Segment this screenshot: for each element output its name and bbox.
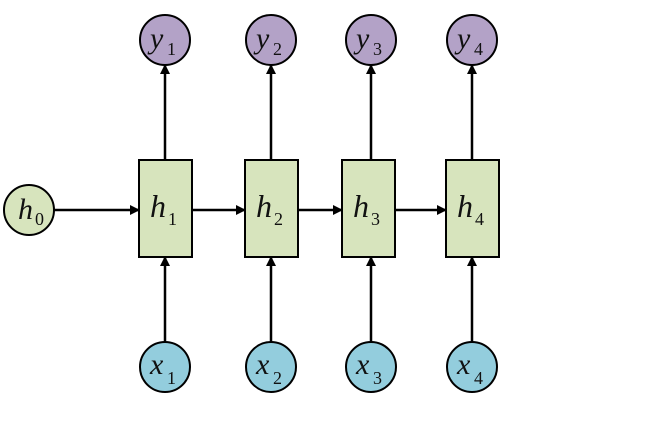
- hidden-state-index: 1: [168, 209, 177, 229]
- output-index: 4: [474, 39, 483, 59]
- input-node: [245, 341, 297, 393]
- output-symbol: y: [253, 22, 270, 55]
- time-step-1: h 1 y 1 x 1: [138, 14, 193, 393]
- input-index: 1: [167, 368, 176, 388]
- output-symbol: y: [454, 22, 471, 55]
- hidden-state-box: [445, 159, 500, 258]
- input-symbol: x: [456, 348, 471, 381]
- hidden-state-index: 2: [274, 209, 283, 229]
- hidden-state-index: 3: [371, 209, 380, 229]
- hidden-state-box: [138, 159, 193, 258]
- input-index: 4: [474, 368, 483, 388]
- hidden-state-symbol: h: [457, 188, 473, 224]
- output-symbol: y: [147, 22, 164, 55]
- output-index: 1: [167, 39, 176, 59]
- initial-state-symbol: h: [18, 193, 33, 226]
- hidden-state-box: [244, 159, 299, 258]
- output-node: [139, 14, 191, 66]
- edges: [54, 64, 477, 342]
- hidden-state-symbol: h: [256, 188, 272, 224]
- input-node: [345, 341, 397, 393]
- output-symbol: y: [353, 22, 370, 55]
- input-symbol: x: [255, 348, 270, 381]
- input-symbol: x: [149, 348, 164, 381]
- input-symbol: x: [355, 348, 370, 381]
- input-index: 2: [273, 368, 282, 388]
- input-node: [139, 341, 191, 393]
- output-index: 3: [373, 39, 382, 59]
- output-index: 2: [273, 39, 282, 59]
- time-step-3: h 3 y 3 x 3: [341, 14, 397, 393]
- initial-state-node: h 0: [3, 184, 55, 236]
- hidden-state-symbol: h: [150, 188, 166, 224]
- output-node: [245, 14, 297, 66]
- hidden-state-symbol: h: [353, 188, 369, 224]
- time-step-2: h 2 y 2 x 2: [244, 14, 299, 393]
- hidden-state-index: 4: [475, 209, 484, 229]
- hidden-state-box: [341, 159, 396, 258]
- initial-state-index: 0: [35, 209, 44, 229]
- input-node: [446, 341, 498, 393]
- time-step-4: h 4 y 4 x 4: [445, 14, 500, 393]
- output-node: [345, 14, 397, 66]
- output-node: [446, 14, 498, 66]
- input-index: 3: [373, 368, 382, 388]
